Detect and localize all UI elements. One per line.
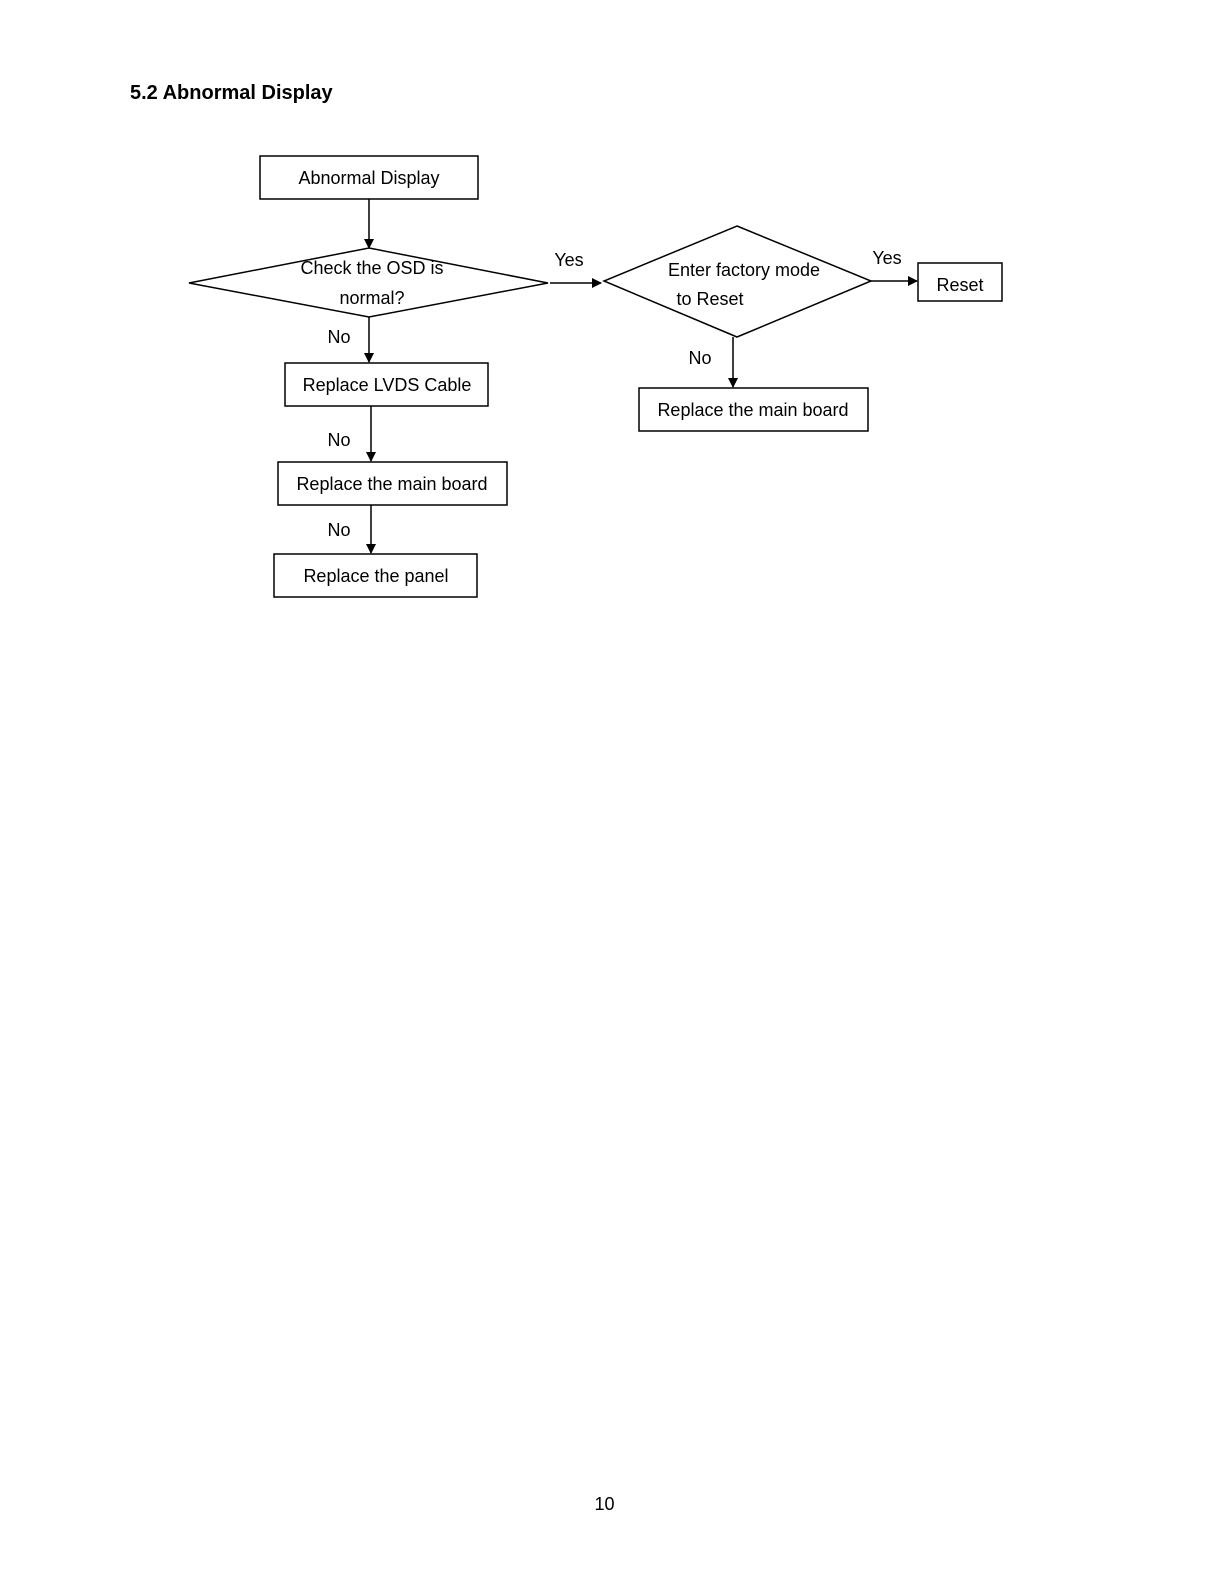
flowchart-diagram: Abnormal Display Check the OSD is normal… — [0, 0, 1219, 700]
replace-lvds-label: Replace LVDS Cable — [303, 375, 472, 395]
no-label-factory: No — [688, 348, 711, 368]
no-label-lvds: No — [327, 430, 350, 450]
factory-mode-label-line1: Enter factory mode — [668, 260, 820, 280]
start-label: Abnormal Display — [298, 168, 439, 188]
yes-label-factory: Yes — [872, 248, 901, 268]
no-label-osd: No — [327, 327, 350, 347]
replace-main-board-left-label: Replace the main board — [296, 474, 487, 494]
reset-label: Reset — [936, 275, 983, 295]
page-number: 10 — [0, 1494, 1209, 1515]
yes-label-osd: Yes — [554, 250, 583, 270]
check-osd-label-line2: normal? — [339, 288, 404, 308]
factory-mode-label-line2: to Reset — [676, 289, 743, 309]
replace-main-board-right-label: Replace the main board — [657, 400, 848, 420]
replace-panel-label: Replace the panel — [303, 566, 448, 586]
no-label-main: No — [327, 520, 350, 540]
check-osd-label-line1: Check the OSD is — [300, 258, 443, 278]
factory-mode-diamond — [604, 226, 871, 337]
